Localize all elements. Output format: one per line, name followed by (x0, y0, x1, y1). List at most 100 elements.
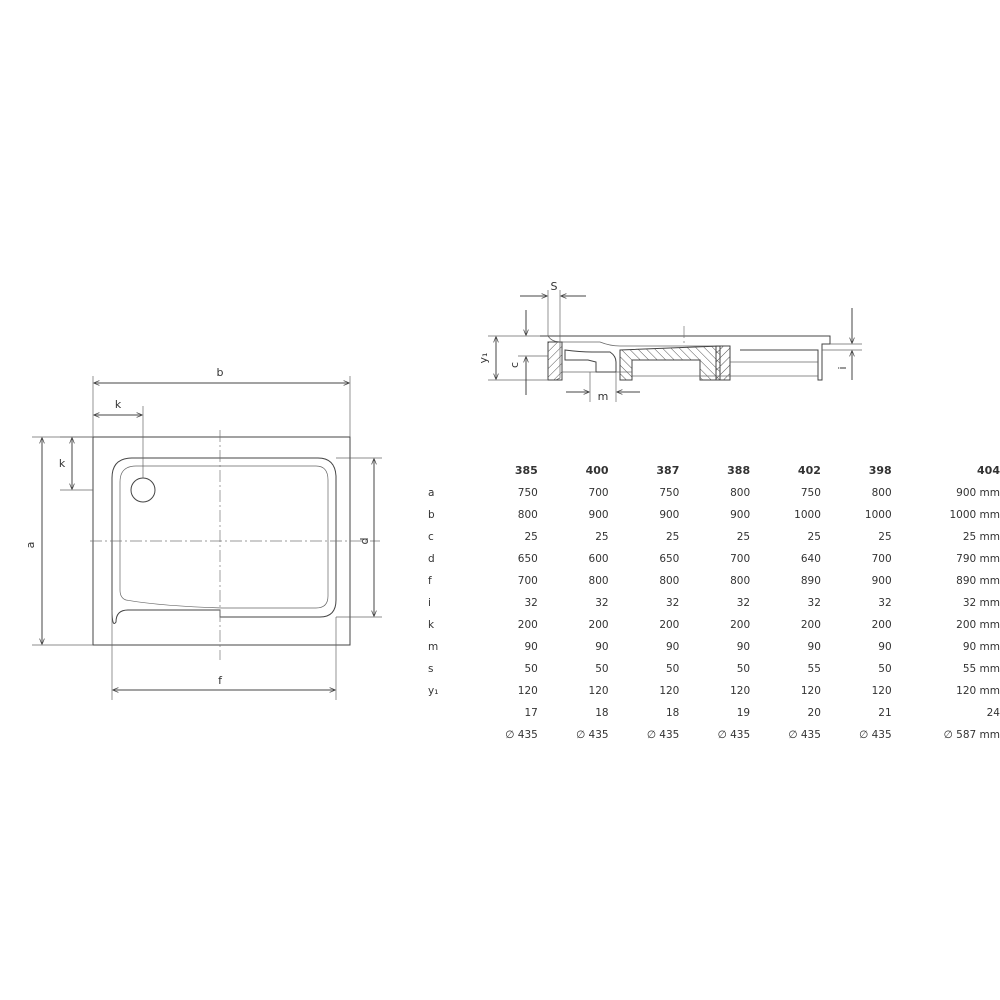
table-cell: ∅ 587 mm (943, 729, 1000, 741)
drain-circle (130, 477, 156, 503)
table-cell: 200 (730, 619, 751, 631)
table-cell: 890 (800, 575, 821, 587)
table-cell: 32 (736, 597, 751, 609)
label-k-top: k (115, 398, 122, 411)
table-cell: 17 (524, 707, 538, 719)
label-y1: y₁ (477, 353, 490, 364)
table-cell: 700 (517, 575, 538, 587)
basin-outline (111, 457, 337, 624)
section-drain (564, 349, 617, 373)
plan-view: b k k a d f (24, 366, 382, 700)
table-cell: 50 (665, 663, 680, 675)
table-row: ∅ 435∅ 435∅ 435∅ 435∅ 435∅ 435∅ 587 mm (428, 724, 1000, 746)
row-label (428, 702, 467, 724)
table-cell: 600 (588, 553, 609, 565)
table-cell: 55 (807, 663, 821, 675)
table-cell: 900 (730, 509, 751, 521)
table-cell: 20 (807, 707, 821, 719)
table-cell: 640 (800, 553, 821, 565)
table-cell: 24 (986, 707, 1000, 719)
table-cell: 32 (595, 597, 609, 609)
table-cell: 1000 (864, 509, 892, 521)
table-cell: 650 (517, 553, 538, 565)
table-cell: 90 (807, 641, 821, 653)
table-cell: 25 (736, 531, 751, 543)
table-cell: 900 (871, 575, 892, 587)
row-label: y₁ (428, 685, 439, 697)
model-398: 398 (868, 463, 892, 477)
table-cell: 800 (730, 487, 751, 499)
dimension-table: 385 400 387 388 402 398 404 a 750 700 750 80… (428, 458, 1000, 746)
table-cell: 50 (736, 663, 751, 675)
table-cell: 900 (588, 509, 609, 521)
table-cell: 800 (659, 575, 680, 587)
table-cell: 90 mm (962, 641, 1000, 653)
table-cell: 120 mm (956, 685, 1000, 697)
label-a: a (24, 542, 37, 549)
row-label: b (428, 509, 435, 521)
table-cell: 200 (517, 619, 538, 631)
table-cell: 90 (736, 641, 751, 653)
table-cell: 750 (659, 487, 680, 499)
section-left-wall (547, 341, 563, 381)
section-support-block (619, 345, 721, 381)
table-cell: 750 (800, 487, 821, 499)
table-cell: 800 (871, 487, 892, 499)
model-387: 387 (656, 463, 680, 477)
row-label: f (428, 575, 432, 587)
model-388: 388 (727, 463, 751, 477)
table-cell: 700 (730, 553, 751, 565)
table-cell: 19 (736, 707, 751, 719)
table-header-row: 385 400 387 388 402 398 404 (428, 458, 1000, 482)
table-cell: 25 (807, 531, 821, 543)
table-cell: 120 (517, 685, 538, 697)
table-cell: 790 mm (956, 553, 1000, 565)
basin-inner-outline (119, 465, 329, 609)
table-cell: 32 (807, 597, 821, 609)
table-cell: ∅ 435 (859, 729, 892, 741)
table-cell: 25 (595, 531, 609, 543)
label-b: b (217, 366, 224, 379)
table-cell: 650 (659, 553, 680, 565)
table-cell: ∅ 435 (646, 729, 680, 741)
table-cell: 50 (595, 663, 609, 675)
label-i: i (836, 366, 849, 369)
table-cell: 700 (871, 553, 892, 565)
table-cell: ∅ 435 (788, 729, 821, 741)
label-f: f (218, 674, 223, 687)
table-cell: ∅ 435 (717, 729, 751, 741)
table-cell: 90 (665, 641, 680, 653)
row-label: k (428, 619, 435, 631)
label-s: S (551, 280, 558, 293)
table-cell: 900 mm (956, 487, 1000, 499)
table-cell: 25 (878, 531, 892, 543)
table-cell: 120 (871, 685, 892, 697)
section-right-support (715, 345, 731, 381)
table-cell: 18 (665, 707, 680, 719)
row-label (428, 724, 467, 746)
table-cell: 200 mm (956, 619, 1000, 631)
row-label: d (428, 553, 435, 565)
table-cell: 700 (588, 487, 609, 499)
table-cell: 120 (730, 685, 751, 697)
table-cell: 21 (878, 707, 892, 719)
model-400: 400 (585, 463, 609, 477)
table-cell: 32 (524, 597, 538, 609)
row-label: c (428, 531, 434, 543)
model-404: 404 (977, 463, 1000, 477)
table-cell: 800 (730, 575, 751, 587)
table-cell: 120 (659, 685, 680, 697)
row-label: a (428, 487, 435, 499)
table-cell: 200 (871, 619, 892, 631)
table-cell: 50 (878, 663, 892, 675)
section-view: S y₁ c m i (477, 280, 862, 403)
table-cell: 120 (800, 685, 821, 697)
model-402: 402 (797, 463, 821, 477)
table-cell: 25 mm (962, 531, 1000, 543)
